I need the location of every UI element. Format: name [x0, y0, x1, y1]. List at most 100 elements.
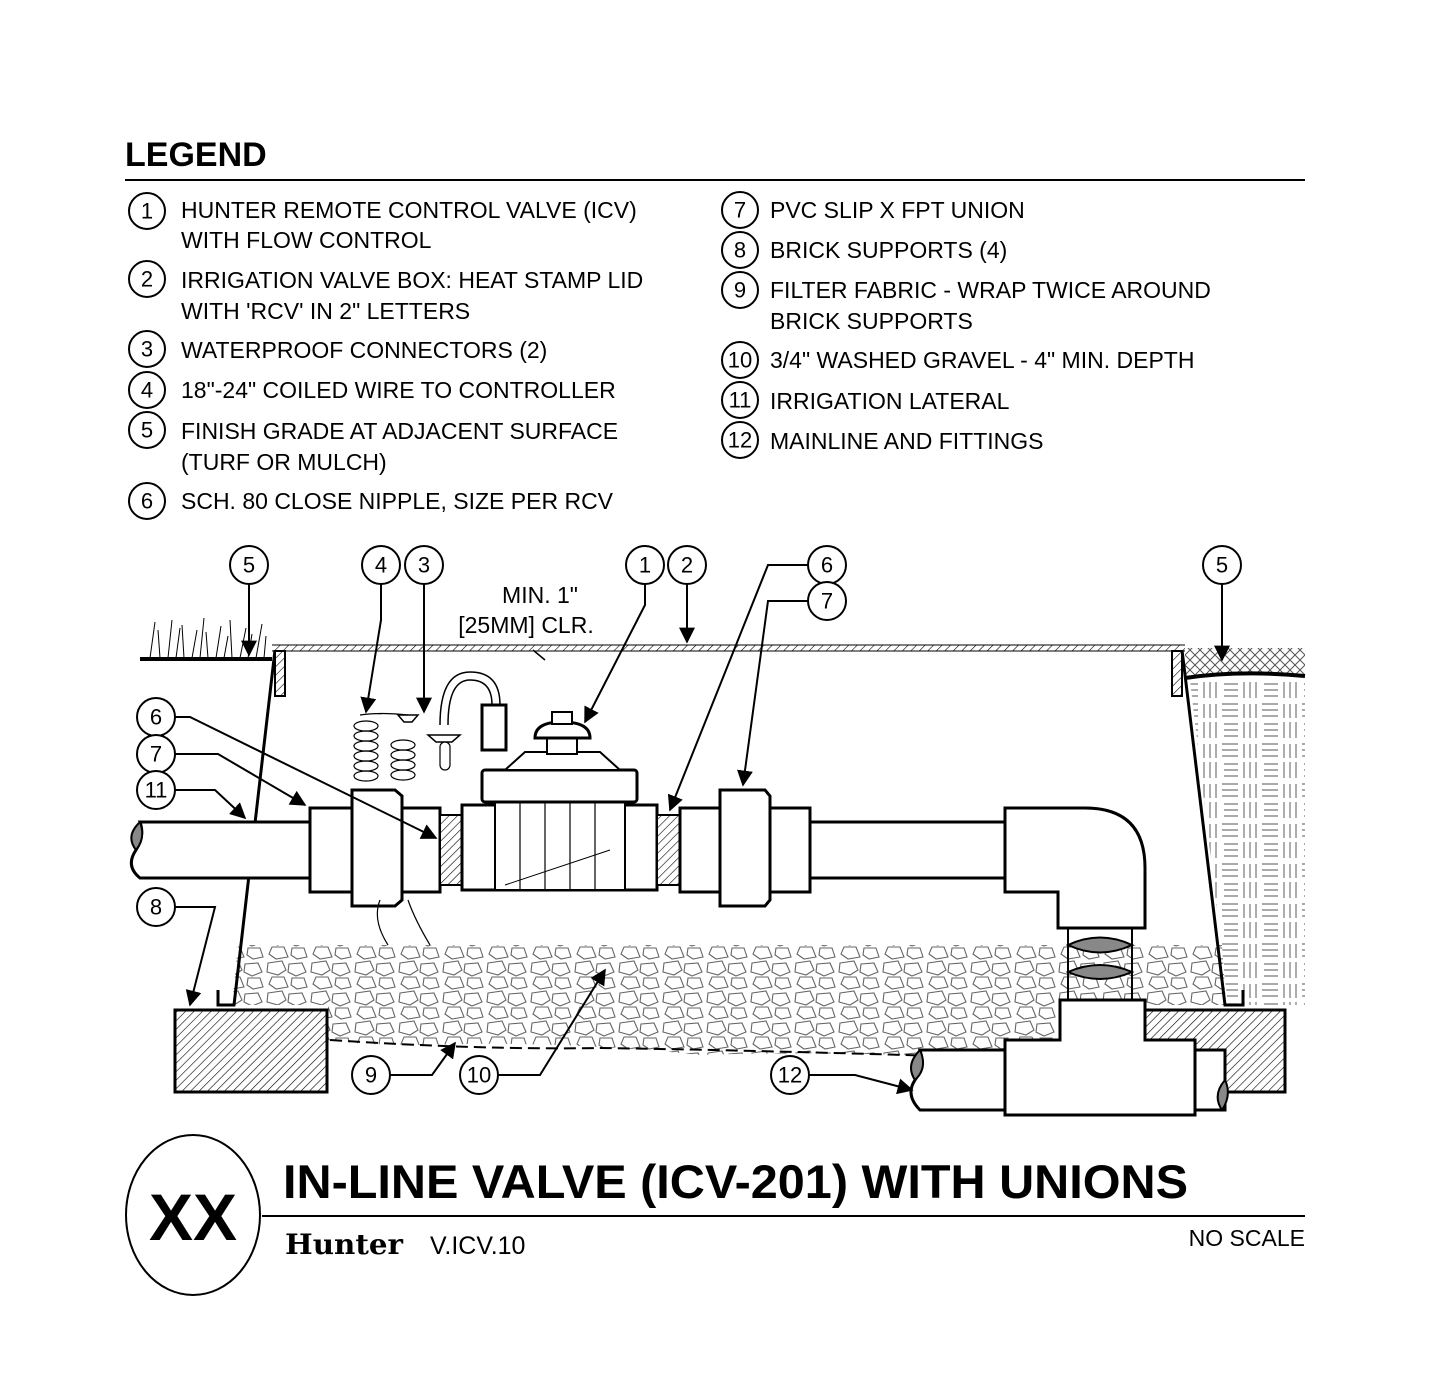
- legend-item-11: 11 IRRIGATION LATERAL: [721, 381, 1010, 419]
- lateral-pipe: [129, 820, 312, 880]
- legend-item-5: 5 FINISH GRADE AT ADJACENT SURFACE (TURF…: [128, 411, 618, 475]
- waterproof-connectors: [396, 714, 462, 771]
- legend-text: IRRIGATION LATERAL: [770, 388, 1010, 414]
- callout-number: 3: [418, 553, 430, 578]
- legend-text: BRICK SUPPORTS: [770, 308, 973, 334]
- legend-text: FILTER FABRIC - WRAP TWICE AROUND: [770, 277, 1211, 303]
- callout-9: 9: [351, 1055, 391, 1095]
- callout-number: 5: [243, 553, 255, 578]
- callout-number: 11: [145, 778, 168, 803]
- legend-text: FINISH GRADE AT ADJACENT SURFACE: [181, 418, 618, 444]
- callout-number: 7: [150, 742, 162, 767]
- clearance-label-line2: [25MM] CLR.: [458, 612, 593, 638]
- legend-number: 3: [141, 337, 153, 362]
- hunter-logo: Hunter: [285, 1228, 404, 1261]
- leader-lines: [174, 564, 1230, 1095]
- legend-number: 10: [728, 348, 752, 373]
- callout-11: 11: [136, 770, 176, 810]
- callout-number: 6: [150, 705, 162, 730]
- solenoid: [480, 703, 508, 752]
- legend-number: 6: [141, 489, 153, 514]
- callout-1: 1: [625, 545, 665, 585]
- legend-number: 12: [728, 428, 752, 453]
- legend-item-1: 1 HUNTER REMOTE CONTROL VALVE (ICV) WITH…: [128, 192, 637, 253]
- callout-number: 12: [778, 1063, 802, 1088]
- legend-text: SCH. 80 CLOSE NIPPLE, SIZE PER RCV: [181, 488, 614, 514]
- legend-item-9: 9 FILTER FABRIC - WRAP TWICE AROUND BRIC…: [721, 271, 1211, 334]
- coiled-wire: [353, 712, 431, 946]
- legend-item-8: 8 BRICK SUPPORTS (4): [721, 231, 1007, 269]
- close-nipple-right: [656, 814, 681, 886]
- legend-text: MAINLINE AND FITTINGS: [770, 428, 1043, 454]
- callout-2: 2: [667, 545, 707, 585]
- legend-item-10: 10 3/4" WASHED GRAVEL - 4" MIN. DEPTH: [721, 341, 1194, 379]
- legend-title: LEGEND: [125, 136, 267, 174]
- lateral-pipe-downstream: [808, 820, 1007, 880]
- callout-6-top: 6: [807, 545, 847, 585]
- callout-number: 7: [821, 589, 833, 614]
- legend-item-6: 6 SCH. 80 CLOSE NIPPLE, SIZE PER RCV: [128, 482, 614, 520]
- gravel-bed: [232, 945, 1226, 1060]
- title-block: XX IN-LINE VALVE (ICV-201) WITH UNIONS H…: [125, 1134, 1305, 1296]
- callout-4: 4: [361, 545, 401, 585]
- callout-number: 10: [467, 1063, 491, 1088]
- legend-text: WITH 'RCV' IN 2" LETTERS: [181, 298, 470, 324]
- legend-number: 7: [734, 198, 746, 223]
- legend-item-7: 7 PVC SLIP X FPT UNION: [721, 191, 1025, 229]
- callout-7-top: 7: [807, 581, 847, 621]
- callout-number: 5: [1216, 553, 1228, 578]
- legend-number: 8: [734, 238, 746, 263]
- callout-12: 12: [770, 1055, 810, 1095]
- legend-number: 2: [141, 267, 153, 292]
- clearance-label-line1: MIN. 1": [502, 582, 578, 608]
- callout-number: 8: [150, 895, 162, 920]
- legend-text: WITH FLOW CONTROL: [181, 227, 432, 253]
- callout-5-right: 5: [1202, 545, 1242, 585]
- callout-5-left: 5: [229, 545, 269, 585]
- legend-text: WATERPROOF CONNECTORS (2): [181, 337, 547, 363]
- remote-control-valve: [439, 671, 659, 892]
- callout-number: 2: [681, 553, 693, 578]
- callout-7-left: 7: [136, 734, 176, 774]
- soil-pattern: [1190, 680, 1305, 1005]
- legend-number: 9: [734, 278, 746, 303]
- legend-text: IRRIGATION VALVE BOX: HEAT STAMP LID: [181, 267, 643, 293]
- legend-item-12: 12 MAINLINE AND FITTINGS: [721, 421, 1043, 459]
- legend-item-2: 2 IRRIGATION VALVE BOX: HEAT STAMP LID W…: [128, 260, 643, 324]
- callout-number: 6: [821, 553, 833, 578]
- legend-number: 11: [729, 388, 752, 413]
- union-nut-left: [350, 788, 404, 908]
- callouts: 5 4 3 1 2 6 7 5 6 7 11 8 9 10 12: [136, 545, 1242, 1095]
- section-view: MIN. 1" [25MM] CLR. 5 4 3 1 2: [129, 545, 1306, 1117]
- callout-number: 9: [365, 1063, 377, 1088]
- legend-text: HUNTER REMOTE CONTROL VALVE (ICV): [181, 197, 637, 223]
- legend-text: (TURF OR MULCH): [181, 449, 387, 475]
- drawing-title: IN-LINE VALVE (ICV-201) WITH UNIONS: [283, 1155, 1188, 1208]
- union-nut-right: [718, 788, 772, 908]
- elbow-fitting: [1003, 806, 1147, 930]
- legend-text: PVC SLIP X FPT UNION: [770, 197, 1025, 223]
- brick-support-left: [173, 1008, 329, 1094]
- detail-bubble: [125, 1134, 261, 1296]
- callout-10: 10: [459, 1055, 499, 1095]
- detail-id: XX: [149, 1180, 237, 1254]
- legend-left-column: 1 HUNTER REMOTE CONTROL VALVE (ICV) WITH…: [128, 192, 643, 520]
- callout-8: 8: [136, 887, 176, 927]
- callout-6-left: 6: [136, 697, 176, 737]
- scale-note: NO SCALE: [1189, 1225, 1305, 1251]
- callout-number: 1: [639, 553, 651, 578]
- filter-fabric: [329, 1039, 1006, 1059]
- legend-number: 1: [141, 199, 153, 224]
- legend-text: BRICK SUPPORTS (4): [770, 237, 1007, 263]
- callout-number: 4: [375, 553, 387, 578]
- legend-text: 3/4" WASHED GRAVEL - 4" MIN. DEPTH: [770, 347, 1194, 373]
- legend-number: 4: [141, 378, 153, 403]
- legend-number: 5: [141, 418, 153, 443]
- callout-3: 3: [404, 545, 444, 585]
- legend-item-4: 4 18"-24" COILED WIRE TO CONTROLLER: [128, 371, 616, 409]
- legend-text: 18"-24" COILED WIRE TO CONTROLLER: [181, 377, 616, 403]
- legend-item-3: 3 WATERPROOF CONNECTORS (2): [128, 330, 547, 368]
- close-nipple-left: [439, 814, 463, 886]
- drawing-number: V.ICV.10: [430, 1232, 525, 1260]
